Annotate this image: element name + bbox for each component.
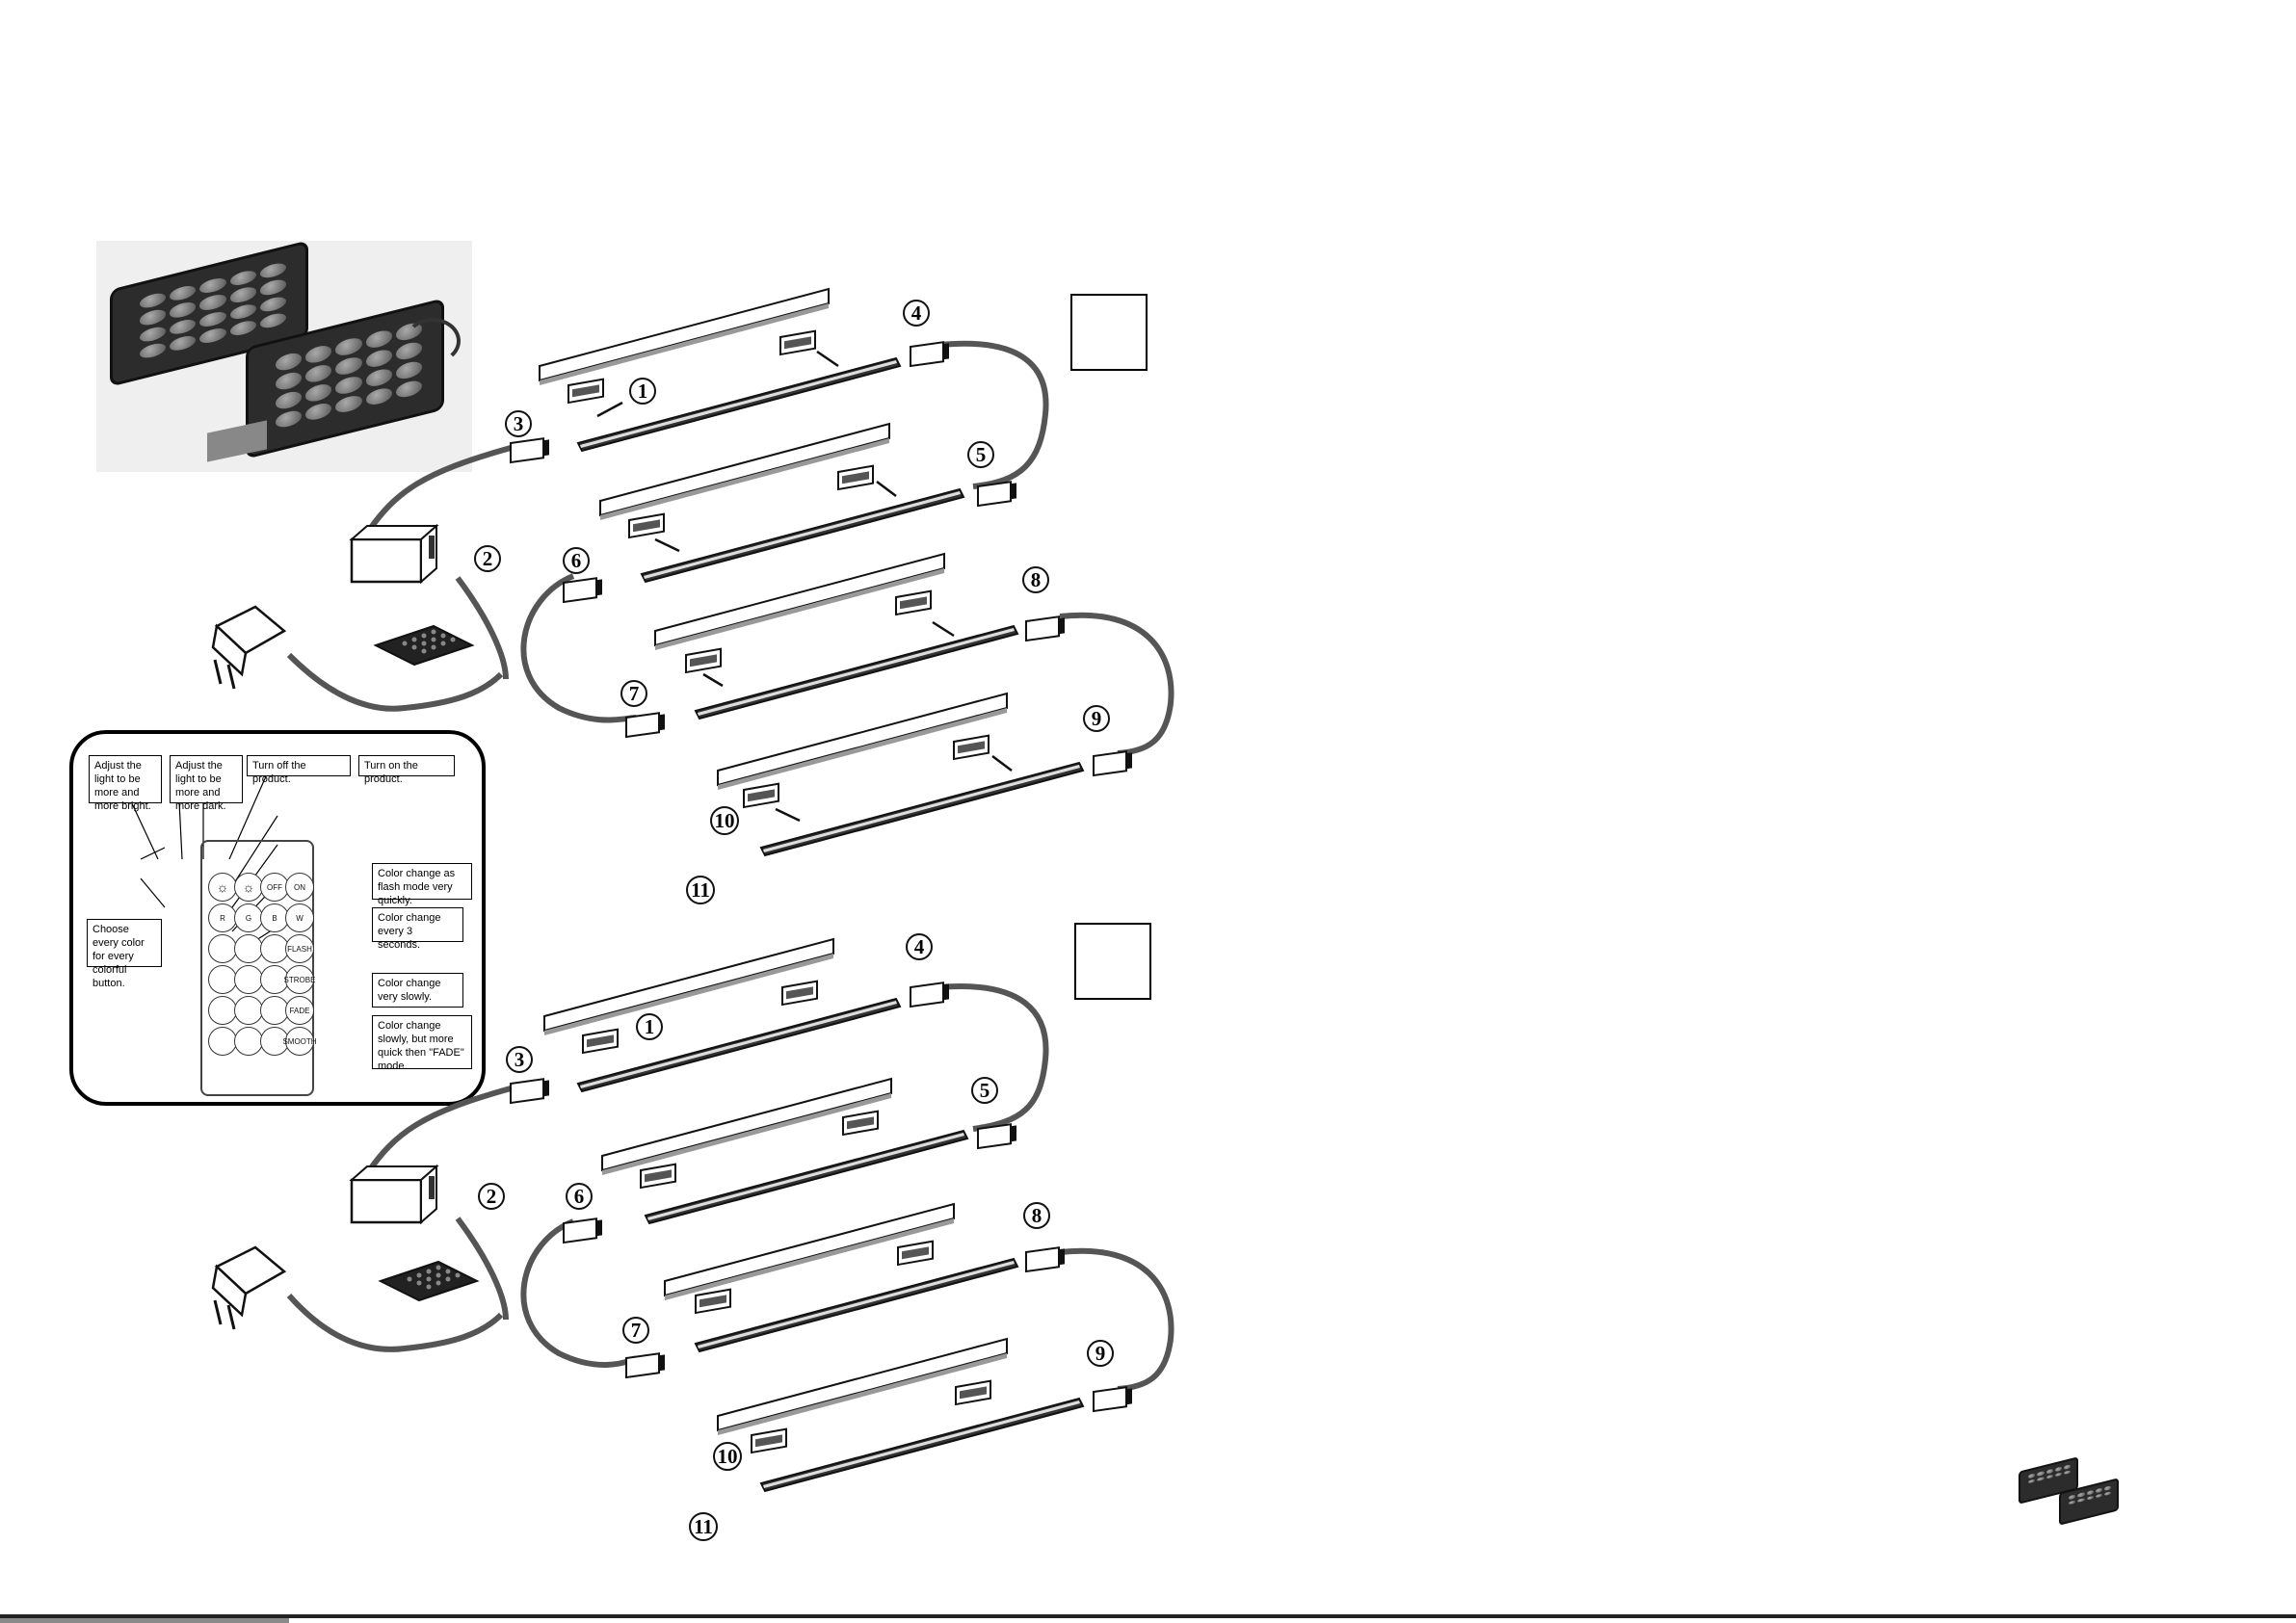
connectors bbox=[510, 341, 1133, 776]
callout-smooth: Color change slowly, but more quick then… bbox=[372, 1015, 472, 1072]
red-button: R bbox=[208, 903, 237, 932]
step-label: 8 bbox=[1031, 568, 1042, 591]
brightness-up-button: ☼ bbox=[208, 873, 237, 902]
infrared-signal-icon bbox=[405, 318, 461, 364]
step-label: 3 bbox=[515, 1048, 525, 1071]
color-button bbox=[234, 965, 263, 994]
smooth-button: SMOOTH bbox=[282, 1027, 317, 1056]
cables bbox=[286, 983, 1174, 1392]
arrows bbox=[596, 350, 1013, 823]
bottom-rule bbox=[0, 1614, 2296, 1623]
assembly-diagram-top bbox=[211, 288, 1174, 856]
step-number-top: 1 2 3 4 5 6 7 8 9 10 11 bbox=[474, 300, 1110, 904]
power-adapter-image bbox=[211, 1245, 286, 1331]
callout-flash: Color change as flash mode very quickly. bbox=[372, 863, 472, 906]
step-label: 5 bbox=[980, 1079, 990, 1102]
step-label: 2 bbox=[487, 1185, 497, 1208]
remote-function-panel: Adjust the light to be more and more bri… bbox=[69, 730, 486, 1106]
sun-icon: ☼ bbox=[216, 879, 229, 895]
step-box-top bbox=[1070, 294, 1148, 371]
sun-icon: ☼ bbox=[242, 879, 255, 895]
callout-choose-color: Choose every color for every colorful bu… bbox=[87, 919, 162, 989]
callout-strobe: Color change every 3 seconds. bbox=[372, 907, 463, 951]
step-label: 11 bbox=[694, 1515, 713, 1538]
step-label: 6 bbox=[571, 549, 582, 572]
blue-button: B bbox=[260, 903, 289, 932]
remote-photo bbox=[96, 240, 472, 472]
callout-fade: Color change very slowly. bbox=[372, 973, 463, 1008]
color-button bbox=[208, 996, 237, 1025]
color-button bbox=[208, 1027, 237, 1056]
color-button bbox=[234, 996, 263, 1025]
step-label: 5 bbox=[976, 443, 987, 466]
color-button bbox=[234, 934, 263, 963]
fade-button: FADE bbox=[285, 996, 314, 1025]
step-label: 4 bbox=[914, 935, 925, 958]
callout-on: Turn on the product. bbox=[358, 755, 455, 785]
controller-box bbox=[350, 524, 438, 584]
step-label: 10 bbox=[718, 1445, 738, 1468]
green-button: G bbox=[234, 903, 263, 932]
controller-box bbox=[350, 1165, 438, 1224]
strobe-button: STROBE bbox=[284, 965, 315, 994]
power-adapter-image bbox=[211, 605, 286, 691]
callout-darker: Adjust the light to be more and more dar… bbox=[170, 755, 243, 812]
led-strips bbox=[577, 357, 1084, 856]
remote-control-outline: ☼ ☼ OFF ON R G B W FLASH STROBE FADE SMO… bbox=[200, 840, 317, 1096]
step-label: 11 bbox=[691, 878, 710, 902]
ir-receiver-pad bbox=[375, 625, 473, 666]
step-label: 4 bbox=[911, 301, 922, 325]
step-label: 10 bbox=[715, 809, 735, 832]
callout-off: Turn off the product. bbox=[247, 755, 351, 785]
step-label: 9 bbox=[1095, 1342, 1106, 1365]
step-label: 7 bbox=[629, 682, 640, 705]
step-label: 7 bbox=[631, 1319, 642, 1342]
flash-button: FLASH bbox=[285, 934, 314, 963]
callout-brighter: Adjust the light to be more and more bri… bbox=[89, 755, 162, 812]
step-label: 6 bbox=[574, 1185, 585, 1208]
white-button: W bbox=[285, 903, 314, 932]
step-label: 9 bbox=[1092, 707, 1102, 730]
step-label: 1 bbox=[638, 380, 648, 403]
color-button bbox=[260, 934, 289, 963]
assembly-diagram-bottom bbox=[211, 938, 1174, 1492]
step-label: 3 bbox=[514, 412, 524, 435]
step-number-bottom: 1 2 3 4 5 6 7 8 9 10 11 bbox=[478, 933, 1114, 1541]
ir-receiver-pad bbox=[380, 1261, 478, 1301]
color-button bbox=[208, 934, 237, 963]
step-label: 2 bbox=[483, 547, 493, 570]
color-button bbox=[260, 1027, 289, 1056]
step-label: 1 bbox=[645, 1015, 655, 1038]
on-button: ON bbox=[285, 873, 314, 902]
remote-thumbnail bbox=[2009, 1445, 2134, 1531]
cables bbox=[286, 340, 1174, 756]
step-numbers: 1 2 3 4 5 6 7 8 9 10 11 bbox=[474, 300, 1114, 1541]
step-label: 8 bbox=[1032, 1204, 1042, 1227]
step-box-bottom bbox=[1074, 923, 1151, 1000]
